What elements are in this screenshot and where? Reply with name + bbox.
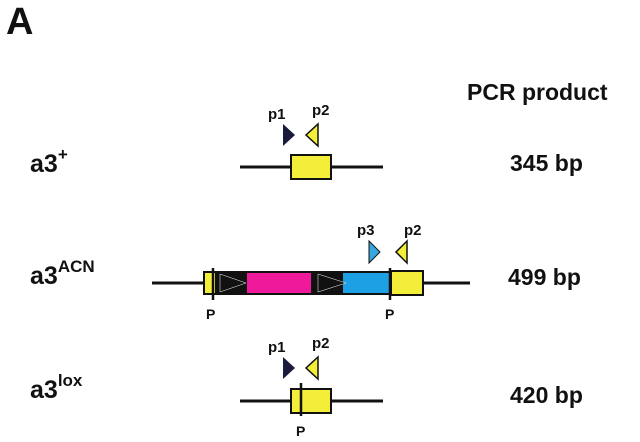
primer-forward-arrow (368, 239, 381, 265)
allele-superscript: lox (58, 371, 83, 390)
primer-label: p1 (268, 106, 286, 123)
allele-name: a3+ (30, 145, 68, 178)
allele-superscript: + (58, 145, 68, 164)
primer-label: p1 (268, 339, 286, 356)
primer-label: p3 (357, 222, 375, 239)
allele-name: a3lox (30, 371, 83, 404)
panel-label: A (6, 1, 33, 43)
product-size: 420 bp (510, 382, 583, 408)
primer-reverse-arrow (304, 122, 319, 148)
primer-label: p2 (312, 102, 330, 119)
allele-base-label: a3 (30, 376, 58, 404)
loxp-site-icon (219, 273, 247, 293)
p-site-label: P (296, 423, 305, 439)
exon-box-right (390, 270, 424, 296)
product-size: 499 bp (508, 264, 581, 290)
allele-row-wildtype: a3+ p1 p2 345 bp (30, 102, 583, 180)
blue-cassette-segment (341, 271, 392, 295)
neo-segment (245, 271, 313, 295)
allele-row-acn: a3ACN P P p3 p2 499 bp (30, 222, 581, 322)
primer-reverse-arrow (394, 239, 408, 265)
allele-base-label: a3 (30, 262, 58, 290)
p-site-label: P (385, 306, 394, 322)
exon-box (290, 154, 332, 180)
primer-forward-arrow (283, 357, 295, 379)
primer-reverse-arrow (304, 355, 319, 381)
loxp-site-icon (317, 273, 347, 293)
allele-base-label: a3 (30, 150, 58, 178)
exon-box (290, 388, 332, 414)
product-size: 345 bp (510, 150, 583, 176)
allele-superscript: ACN (58, 257, 95, 276)
p-site-label: P (206, 306, 215, 322)
allele-name: a3ACN (30, 257, 95, 290)
column-header: PCR product (467, 79, 608, 105)
primer-label: p2 (312, 335, 330, 352)
allele-row-lox: a3lox P p1 p2 420 bp (30, 335, 583, 439)
primer-label: p2 (404, 222, 422, 239)
primer-forward-arrow (283, 124, 295, 146)
